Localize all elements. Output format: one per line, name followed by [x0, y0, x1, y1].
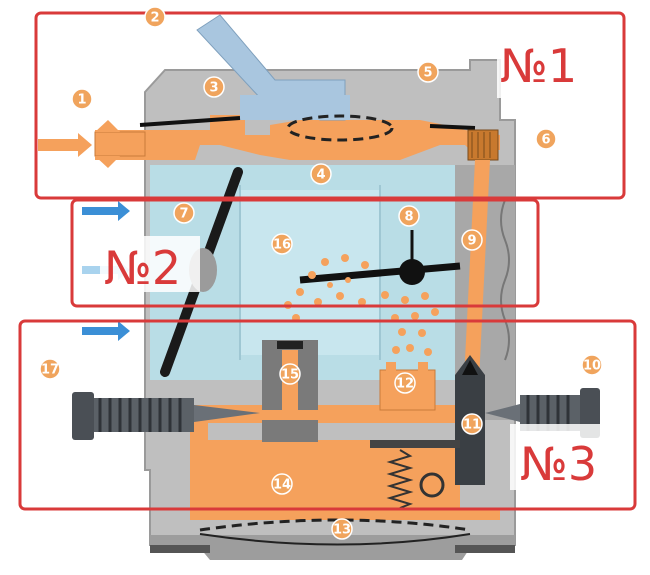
zone-label-bg-1 — [497, 44, 592, 98]
callout-badge-12 — [394, 372, 416, 394]
choke-plate — [299, 262, 461, 284]
callout-number-6: 6 — [541, 133, 550, 148]
callout-number-7: 7 — [179, 207, 188, 222]
callout-number-11: 11 — [463, 418, 481, 433]
callout-badge-3 — [203, 76, 225, 98]
callout-badge-15 — [279, 363, 301, 385]
callout-number-3: 3 — [209, 81, 218, 96]
lever-pivot — [419, 472, 445, 498]
zone-box-1 — [34, 11, 626, 200]
callout-9: 9 — [461, 229, 483, 251]
filter-mesh — [471, 132, 491, 158]
callout-17: 17 — [39, 358, 61, 380]
callout-badge-5 — [417, 61, 439, 83]
callout-8: 8 — [398, 205, 420, 227]
inlet-valve-flap — [139, 116, 241, 127]
callout-7: 7 — [173, 202, 195, 224]
metering-spring — [386, 449, 414, 509]
main-jet-cap — [277, 341, 303, 349]
zone-box-3 — [18, 319, 637, 511]
choke-shaft — [399, 259, 425, 285]
callout-5: 5 — [417, 61, 439, 83]
right-wavy-edge — [500, 199, 510, 361]
outlet-valve-flap — [429, 124, 476, 130]
callout-badge-1 — [71, 88, 93, 110]
callout-badge-9 — [461, 229, 483, 251]
base-foot-right — [455, 545, 515, 553]
callout-4: 4 — [310, 163, 332, 185]
idle-jet-nozzle-right — [418, 362, 428, 374]
callout-2: 2 — [144, 6, 166, 28]
zone-label-2: №2 — [104, 241, 181, 295]
callout-badge-17 — [39, 358, 61, 380]
callout-badge-10 — [581, 354, 603, 376]
callout-number-13: 13 — [333, 523, 351, 538]
callout-number-4: 4 — [316, 168, 325, 183]
callout-badge-13 — [331, 518, 353, 540]
callout-13: 13 — [331, 518, 353, 540]
callout-badge-8 — [398, 205, 420, 227]
metering-lever — [370, 440, 460, 448]
fuel-channel-vertical — [463, 160, 490, 400]
metering-diaphragm-lower — [199, 533, 471, 546]
callout-number-17: 17 — [41, 363, 59, 378]
callout-number-15: 15 — [281, 368, 299, 383]
fuel-spray-droplets — [284, 254, 439, 356]
callout-badge-2 — [144, 6, 166, 28]
zone-label-bg-3 — [510, 424, 610, 490]
zone-box-2 — [70, 198, 540, 308]
inlet-fitting — [94, 131, 146, 157]
callout-15: 15 — [279, 363, 301, 385]
zone-label-1: №1 — [500, 39, 577, 93]
callout-badge-16 — [271, 233, 293, 255]
callout-12: 12 — [394, 372, 416, 394]
callout-16: 16 — [271, 233, 293, 255]
callout-number-1: 1 — [77, 93, 86, 108]
fuel-pump-channel — [95, 115, 500, 160]
metering-chamber — [190, 440, 500, 520]
base-foot-left — [150, 545, 210, 553]
impulse-pipe-top — [240, 95, 350, 120]
callout-number-8: 8 — [404, 210, 413, 225]
idle-mixture-screw — [72, 392, 260, 440]
callout-badge-11 — [461, 413, 483, 435]
callout-badge-6 — [535, 128, 557, 150]
callout-number-16: 16 — [273, 238, 291, 253]
callout-badge-7 — [173, 202, 195, 224]
pump-diaphragm — [286, 114, 394, 142]
callout-number-2: 2 — [150, 11, 159, 26]
callout-badge-4 — [310, 163, 332, 185]
callout-badge-14 — [271, 473, 293, 495]
callout-number-5: 5 — [423, 66, 432, 81]
needle-tip — [462, 360, 478, 375]
idle-jet-nozzle-left — [386, 362, 396, 374]
zone-label-bg-2 — [100, 236, 200, 292]
base-plate — [150, 535, 515, 560]
callout-14: 14 — [271, 473, 293, 495]
callout-number-14: 14 — [273, 478, 291, 493]
callout-11: 11 — [461, 413, 483, 435]
callout-10: 10 — [581, 354, 603, 376]
callout-number-10: 10 — [583, 359, 601, 374]
fuel-inflow-arrow — [38, 133, 92, 157]
callout-number-12: 12 — [396, 377, 414, 392]
callout-6: 6 — [535, 128, 557, 150]
callout-number-9: 9 — [467, 234, 476, 249]
main-jet-lower — [262, 420, 318, 442]
callout-3: 3 — [203, 76, 225, 98]
zone-label-3: №3 — [520, 437, 597, 491]
callout-1: 1 — [71, 88, 93, 110]
inlet-barb — [95, 120, 120, 168]
